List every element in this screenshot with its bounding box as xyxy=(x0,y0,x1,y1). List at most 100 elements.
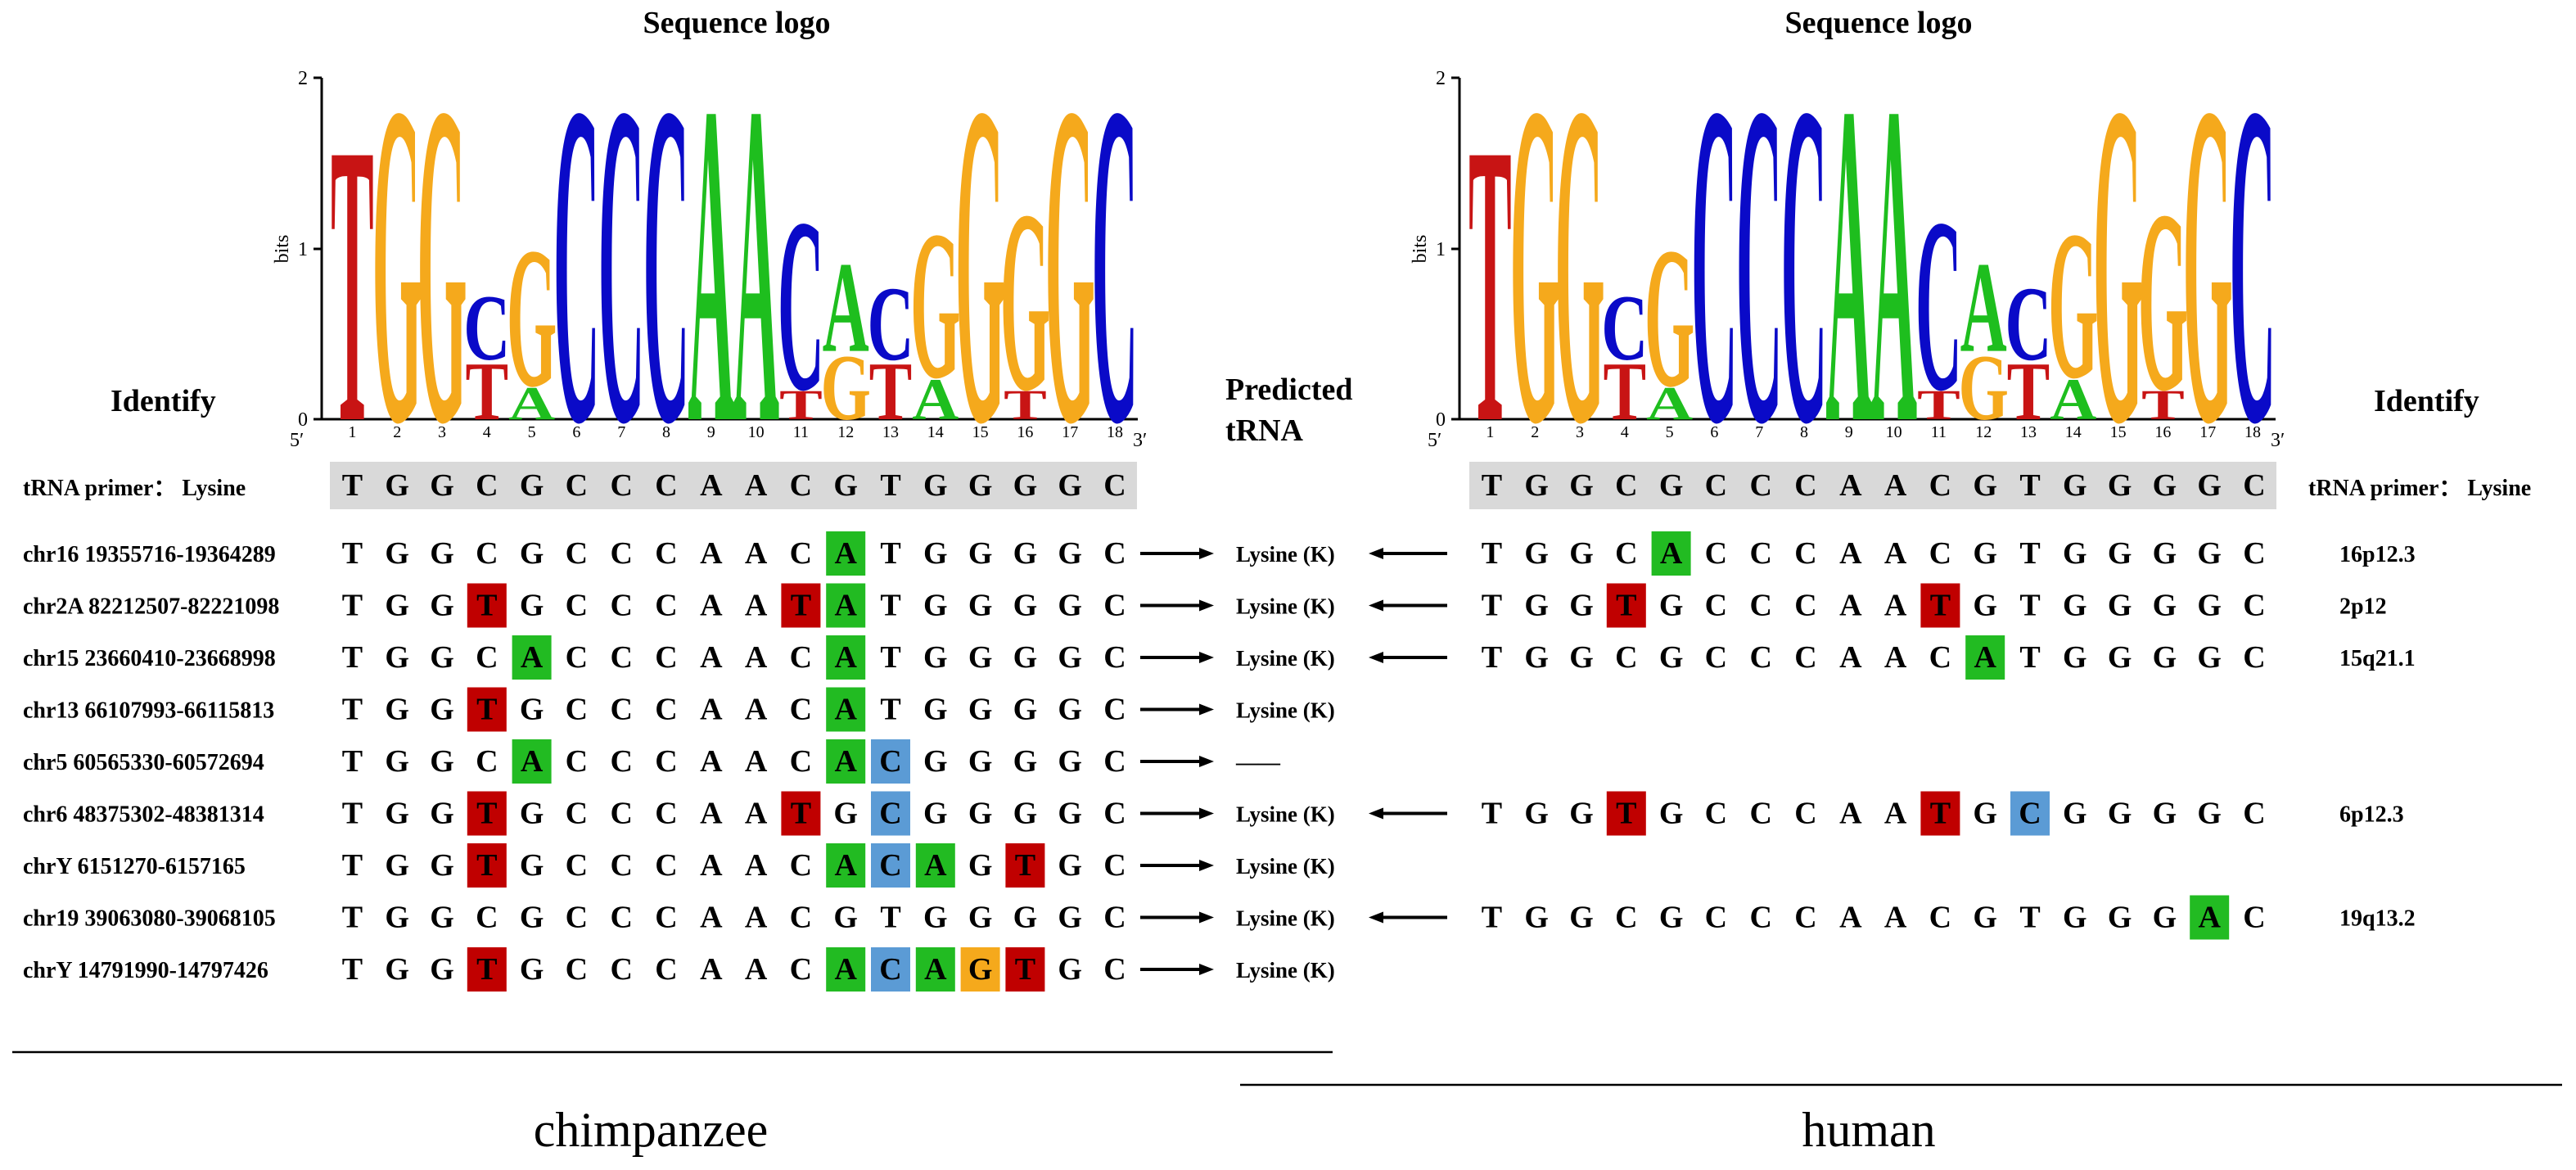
primer-chimp-base-12: G xyxy=(833,468,858,503)
human-row-3-base-6: C xyxy=(1705,640,1727,675)
human-row-8-base-2: G xyxy=(1524,901,1549,935)
logo-letter-chimp-18-1: C xyxy=(1091,9,1138,521)
chimp-row-2-base-4: T xyxy=(476,589,497,623)
chimp-row-4-base-11: C xyxy=(790,693,812,727)
chimp-row-3-base-10: A xyxy=(745,640,768,675)
logo-letter-chimp-8-1: C xyxy=(643,9,689,521)
chimp-row-3-base-7: C xyxy=(610,640,632,675)
logo-letter-chimp-17-1: G xyxy=(1044,9,1094,521)
chimp-row-1-base-17: G xyxy=(1058,536,1082,571)
chimp-row-7-base-18: C xyxy=(1103,848,1126,883)
chimp-row-1-base-10: A xyxy=(745,536,768,571)
human-row-6-base-14: G xyxy=(2063,797,2087,831)
chimp-row-4-base-1: T xyxy=(342,693,363,727)
chimp-row-1-base-4: C xyxy=(476,536,498,571)
human-row-3-base-17: G xyxy=(2197,640,2222,675)
chimp-row-8-base-15: G xyxy=(968,901,993,935)
logo-5prime-chimp: 5′ xyxy=(290,430,304,451)
chimp-row-3-base-16: G xyxy=(1013,640,1038,675)
primer-chimp-base-16: G xyxy=(1013,468,1038,503)
logo-letter-human-9-1: A xyxy=(1825,9,1872,521)
human-locus: 2p12 xyxy=(2339,594,2387,620)
primer-chimp-base-9: A xyxy=(700,468,723,503)
chimp-row-6-highlight-13 xyxy=(871,791,910,836)
human-row-1-base-4: C xyxy=(1615,536,1637,571)
chimp-row-1-base-14: G xyxy=(923,536,948,571)
logo-letter-human-14-2: G xyxy=(2048,186,2098,423)
chimp-row-4-base-3: G xyxy=(430,693,454,727)
chimp-arrow-2-head xyxy=(1199,599,1214,612)
chimp-row-3-base-9: A xyxy=(700,640,723,675)
primer-human-base-18: C xyxy=(2243,468,2265,503)
chimp-row-8-base-7: C xyxy=(610,901,632,935)
logo-position-label-human-4: 4 xyxy=(1621,423,1629,441)
human-row-3-base-1: T xyxy=(1482,640,1502,675)
chimp-row-4-base-17: G xyxy=(1058,693,1082,727)
chimp-row-id: chr19 39063080-39068105 xyxy=(23,906,276,932)
human-row-8-base-1: T xyxy=(1482,901,1502,935)
logo-letter-human-16-1: T xyxy=(2141,382,2185,429)
logo-position-label-chimp-18: 18 xyxy=(1107,423,1123,441)
human-row-1-base-5: A xyxy=(1660,536,1683,571)
logo-position-label-chimp-14: 14 xyxy=(927,423,944,441)
chimp-row-9-base-6: C xyxy=(566,952,588,987)
primer-chimp-base-2: G xyxy=(385,468,409,503)
chimp-row-1-base-11: C xyxy=(790,536,812,571)
logo-ytick-label-1-human: 1 xyxy=(1436,239,1446,260)
human-row-8-base-7: C xyxy=(1749,901,1771,935)
human-row-2-base-16: G xyxy=(2153,589,2177,623)
chimp-row-3-base-1: T xyxy=(342,640,363,675)
human-arrow-1-head xyxy=(1369,548,1383,559)
logo-letter-chimp-4-2: C xyxy=(463,276,510,380)
primer-human-base-14: G xyxy=(2063,468,2087,503)
human-row-1-base-15: G xyxy=(2108,536,2132,571)
chimp-row-1-base-7: C xyxy=(610,536,632,571)
logo-position-label-chimp-6: 6 xyxy=(572,423,580,441)
logo-letter-chimp-11-2: C xyxy=(778,168,824,444)
chimp-arrow-8-head xyxy=(1199,911,1214,924)
logo-letter-chimp-12-1: G xyxy=(820,336,870,440)
primer-human-base-6: C xyxy=(1705,468,1727,503)
chimp-row-7-highlight-13 xyxy=(871,843,910,888)
human-row-8-base-10: A xyxy=(1884,901,1907,935)
chimp-row-4-base-18: C xyxy=(1103,693,1126,727)
logo-position-label-human-9: 9 xyxy=(1845,423,1853,441)
logo-letter-human-13-2: C xyxy=(2005,265,2051,383)
chimp-row-7-base-4: T xyxy=(476,848,497,883)
human-row-2-base-7: C xyxy=(1749,589,1771,623)
human-row-3-base-14: G xyxy=(2063,640,2087,675)
logo-3prime-human: 3′ xyxy=(2271,430,2285,451)
primer-label-human: tRNA primer： Lysine xyxy=(2308,476,2531,501)
chimp-row-1-base-1: T xyxy=(342,536,363,571)
chimp-row-2-base-1: T xyxy=(342,589,363,623)
human-row-3-base-5: G xyxy=(1659,640,1684,675)
primer-chimp-base-5: G xyxy=(520,468,544,503)
chimp-row-4-base-6: C xyxy=(566,693,588,727)
chimp-row-6-base-11: T xyxy=(791,797,811,831)
chimp-row-5-base-8: C xyxy=(655,744,677,779)
chimp-row-5-base-12: A xyxy=(834,744,857,779)
logo-ytick-label-1-chimp: 1 xyxy=(298,239,308,260)
chimp-row-9-base-4: T xyxy=(476,952,497,987)
primer-human-base-7: C xyxy=(1749,468,1771,503)
chimp-row-8-base-2: G xyxy=(385,901,409,935)
logo-title-chimp: Sequence logo xyxy=(643,6,830,40)
logo-position-label-human-17: 17 xyxy=(2199,423,2216,441)
chimp-row-7-highlight-4 xyxy=(467,843,507,888)
chimp-row-4-base-7: C xyxy=(610,693,632,727)
logo-letter-chimp-16-1: T xyxy=(1004,382,1047,429)
chimp-row-7-base-8: C xyxy=(655,848,677,883)
predicted-trna: Lysine (K) xyxy=(1236,802,1335,827)
human-row-2-base-9: A xyxy=(1839,589,1862,623)
primer-human-base-16: G xyxy=(2153,468,2177,503)
chimp-row-9-base-13: C xyxy=(879,952,901,987)
chimp-row-7-base-15: G xyxy=(968,848,993,883)
chimp-row-3-base-15: G xyxy=(968,640,993,675)
chimp-row-id: chr13 66107993-66115813 xyxy=(23,698,274,724)
chimp-row-7-base-10: A xyxy=(745,848,768,883)
chimp-row-9-base-10: A xyxy=(745,952,768,987)
chimp-row-2-base-8: C xyxy=(655,589,677,623)
human-row-1-base-14: G xyxy=(2063,536,2087,571)
